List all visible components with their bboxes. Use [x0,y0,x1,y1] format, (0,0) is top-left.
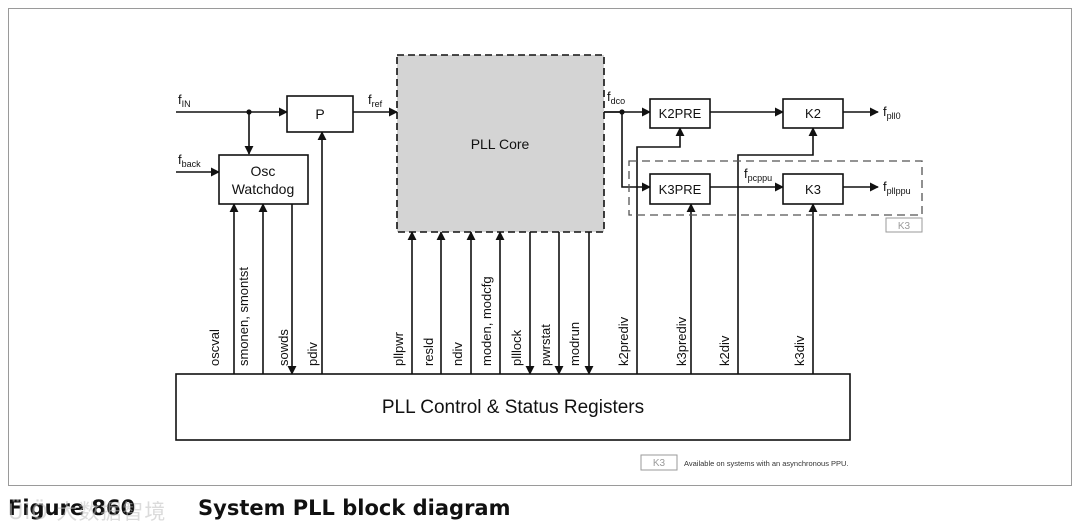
diagram-frame [8,8,1072,486]
watermark: ÜiÖ 大数据智境 [8,500,167,524]
p-label: P [315,106,324,122]
k2div-label: k2div [717,335,732,366]
fpcppu-label: fpcppu [744,166,772,183]
wire-k2prediv [636,127,685,374]
wire-k2div [737,127,818,374]
fpllppu-label: fpllppu [883,179,911,196]
legend-tag-box [640,454,678,471]
k3pre-block [649,173,711,205]
k2pre-label: K2PRE [659,106,702,121]
k3prediv-label: k3prediv [674,316,689,366]
figure-number: Figure 860 [8,496,136,520]
fpll0-label: fpll0 [883,104,901,121]
oscval-label: oscval [207,329,222,366]
sowds-label: sowds [276,329,291,366]
k3-group-tag: K3 [898,221,911,232]
fdco-label: fdco [607,89,625,106]
plllock-label: plllock [509,329,524,366]
osc-label-line2: Watchdog [232,181,295,197]
k3-group-tag-box [885,217,923,233]
registers-block [175,373,851,441]
fin-label: fIN [178,92,191,109]
resld-label: resld [421,338,436,366]
pdiv-label: pdiv [305,342,320,366]
legend-tag: K3 [653,458,666,469]
fref-label: fref [368,92,383,109]
smonen-label: smonen, smontst [236,267,251,366]
k3pre-label: K3PRE [659,182,702,197]
k3-block [782,173,844,205]
ndiv-label: ndiv [450,342,465,366]
registers-label: PLL Control & Status Registers [382,397,644,418]
wire-fdco-k3pre [604,111,651,192]
pll-core-label: PLL Core [471,136,530,152]
osc-label-line1: Osc [251,163,276,179]
fback-label: fback [178,152,201,169]
figure-title: System PLL block diagram [198,496,511,520]
k2-label: K2 [805,106,821,121]
junction-fdco [619,109,625,115]
modrun-label: modrun [567,322,582,366]
k2pre-block [649,98,711,129]
k3-label: K3 [805,182,821,197]
k2prediv-label: k2prediv [616,316,631,366]
pllpwr-label: pllpwr [391,331,406,366]
k3div-label: k3div [792,335,807,366]
k3-group-outline [628,160,923,216]
osc-watchdog-block [218,154,309,205]
pll-core-block [396,54,605,233]
moden-label: moden, modcfg [479,276,494,366]
p-block [286,95,354,133]
k2-block [782,98,844,129]
pwrstat-label: pwrstat [538,324,553,366]
legend-text: Available on systems with an asynchronou… [684,459,849,468]
